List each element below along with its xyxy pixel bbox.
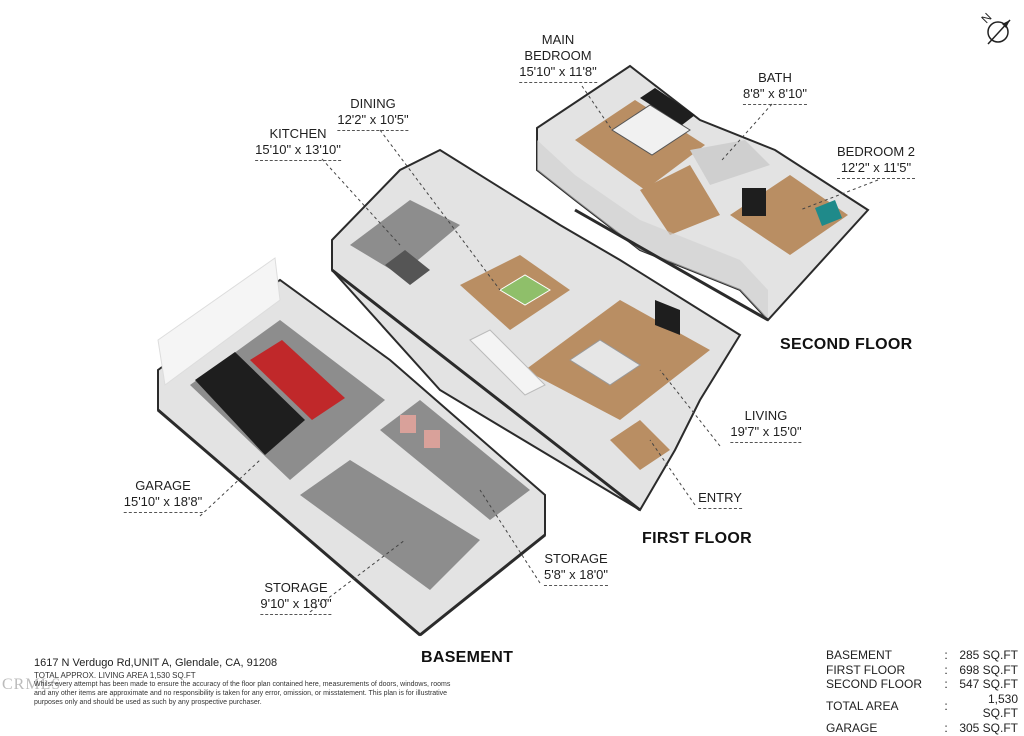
storage-chair — [400, 415, 416, 433]
leader-storage-small — [479, 489, 541, 584]
storage-large-dims: 9'10" x 18'0" — [260, 596, 332, 615]
main-bed-headboard — [640, 88, 695, 125]
bedroom2-dims: 12'2" x 11'5" — [836, 160, 916, 179]
dining-dims: 12'2" x 10'5" — [337, 112, 409, 131]
storage-chair-2 — [424, 430, 440, 448]
label-bath: BATH 8'8" x 8'10" — [742, 70, 808, 105]
label-entry: ENTRY — [698, 490, 742, 509]
main-bedroom-dims: 15'10" x 11'8" — [519, 64, 597, 83]
area-name: BASEMENT — [826, 648, 893, 662]
area-row: FIRST FLOOR:698 SQ.FT — [826, 663, 1018, 678]
label-main-bedroom: MAIN BEDROOM 15'10" x 11'8" — [519, 32, 597, 83]
watermark-text: CRMLS — [2, 676, 62, 693]
label-storage-small: STORAGE 5'8" x 18'0" — [543, 551, 609, 586]
label-kitchen: KITCHEN 15'10" x 13'10" — [255, 126, 341, 161]
area-name: FIRST FLOOR — [826, 662, 906, 677]
living-tv — [655, 300, 680, 335]
bedroom2-tv — [742, 188, 766, 216]
property-address: 1617 N Verdugo Rd,UNIT A, Glendale, CA, … — [34, 657, 278, 669]
second-floor-front-wall — [537, 140, 768, 320]
garage-name: GARAGE — [135, 478, 191, 493]
entry-name: ENTRY — [698, 490, 742, 509]
bedroom2-name: BEDROOM 2 — [836, 144, 916, 159]
area-sep: : — [944, 677, 948, 692]
garage-back-wall — [157, 257, 281, 386]
area-sep: : — [944, 699, 948, 714]
kitchen-dims: 15'10" x 13'10" — [255, 142, 341, 161]
main-bed — [611, 104, 691, 156]
compass-icon: N — [979, 10, 1011, 45]
garage-car-black — [195, 352, 305, 455]
bath-name: BATH — [758, 70, 792, 85]
storage-large-name: STORAGE — [264, 580, 328, 595]
dining-name: DINING — [350, 96, 396, 111]
area-sep: : — [944, 648, 948, 662]
leader-bath — [721, 103, 773, 161]
second-floor-base-line — [574, 208, 769, 322]
area-row: GARAGE:305 SQ.FT — [826, 721, 1018, 736]
first-floor-title: FIRST FLOOR — [642, 530, 752, 547]
first-floor-stairs — [469, 329, 546, 396]
storage-small-name: STORAGE — [544, 551, 608, 566]
area-value: 1,530 SQ.FT — [982, 691, 1018, 721]
living-dims: 19'7" x 15'0" — [730, 424, 802, 443]
area-name: GARAGE — [826, 720, 878, 735]
area-row: BASEMENT:285 SQ.FT — [826, 648, 1018, 663]
basement-title: BASEMENT — [421, 649, 514, 666]
storage-small-dims: 5'8" x 18'0" — [543, 567, 609, 586]
storage-large-floor — [300, 460, 480, 590]
leader-living — [659, 369, 721, 447]
living-name: LIVING — [744, 408, 788, 423]
garage-dims: 15'10" x 18'8" — [123, 494, 203, 513]
leader-bedroom2 — [799, 179, 879, 211]
bedroom2-floor — [730, 175, 848, 255]
storage-small-floor — [380, 400, 530, 520]
area-value: 547 SQ.FT — [959, 677, 1018, 692]
first-floor-base-line — [331, 268, 641, 512]
label-storage-large: STORAGE 9'10" x 18'0" — [260, 580, 332, 615]
bath-dims: 8'8" x 8'10" — [742, 86, 808, 105]
leader-garage — [199, 459, 261, 517]
entry-floor — [610, 420, 670, 470]
area-sep: : — [944, 662, 948, 677]
living-sofa — [569, 339, 641, 386]
kitchen-counter — [385, 250, 430, 285]
label-dining: DINING 12'2" x 10'5" — [337, 96, 409, 131]
total-living-area: TOTAL APPROX. LIVING AREA 1,530 SQ.FT — [34, 671, 196, 680]
area-name: SECOND FLOOR — [826, 677, 923, 692]
second-floor-title: SECOND FLOOR — [780, 336, 913, 353]
main-bedroom-name-1: MAIN — [541, 32, 575, 47]
bath-floor — [690, 140, 770, 185]
area-value: 285 SQ.FT — [959, 648, 1018, 662]
garage-car-red — [250, 340, 345, 420]
leader-lines — [199, 85, 879, 613]
basement-base-line-2 — [419, 533, 546, 637]
bedroom2-chair — [815, 200, 842, 226]
basement-model — [157, 257, 546, 637]
label-bedroom2: BEDROOM 2 12'2" x 11'5" — [836, 144, 916, 179]
leader-storage-large — [309, 539, 406, 613]
label-garage: GARAGE 15'10" x 18'8" — [123, 478, 203, 513]
disclaimer-text: Whilst every attempt has been made to en… — [34, 681, 451, 706]
second-floor-model — [536, 64, 870, 322]
area-name: TOTAL AREA — [826, 699, 899, 714]
first-floor-model — [331, 148, 742, 512]
leader-main-bedroom — [581, 85, 613, 131]
second-hall-floor — [640, 165, 720, 235]
leader-kitchen — [321, 158, 401, 246]
label-living: LIVING 19'7" x 15'0" — [730, 408, 802, 443]
kitchen-floor — [350, 200, 460, 275]
area-sep: : — [944, 720, 948, 735]
leader-entry — [649, 439, 696, 506]
kitchen-name: KITCHEN — [269, 126, 327, 141]
area-value: 305 SQ.FT — [959, 720, 1018, 735]
area-value: 698 SQ.FT — [959, 662, 1018, 677]
area-row: TOTAL AREA: 1,530 SQ.FT — [826, 692, 1018, 721]
main-bedroom-name-2: BEDROOM — [524, 48, 592, 63]
basement-base-line — [157, 408, 421, 637]
area-row: SECOND FLOOR:547 SQ.FT — [826, 677, 1018, 692]
dining-table — [499, 274, 551, 306]
